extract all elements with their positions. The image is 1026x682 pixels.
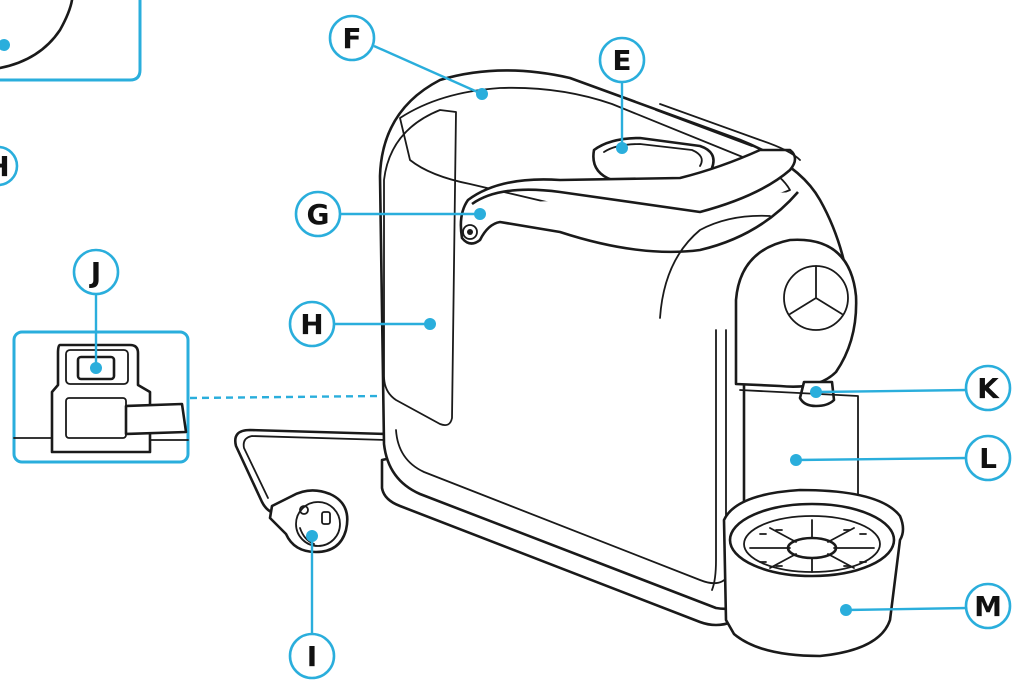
top-inset-frame [0, 0, 142, 82]
callout-h: H [288, 300, 336, 348]
callout-g-label: G [307, 198, 330, 231]
callout-l: L [964, 434, 1012, 482]
callout-i: I [288, 632, 336, 680]
connector-inset [12, 330, 190, 464]
callout-k-label: K [977, 372, 1000, 405]
callout-f: F [328, 14, 376, 62]
inset-link [189, 394, 381, 400]
leader-lines [94, 44, 969, 640]
brew-head [734, 238, 858, 388]
callout-j: J [72, 248, 120, 296]
handle [459, 148, 799, 254]
callout-j-label: J [89, 256, 101, 289]
callout-h-partial: H [0, 145, 19, 187]
water-tank-window [383, 109, 457, 427]
callout-e-label: E [612, 44, 631, 77]
callout-h-label: H [300, 308, 323, 341]
callout-k: K [964, 364, 1012, 412]
callout-m: M [964, 582, 1012, 630]
power-cord [234, 428, 388, 554]
callout-l-label: L [979, 442, 997, 475]
callout-f-label: F [342, 22, 361, 55]
callout-e: E [598, 36, 646, 84]
callout-i-label: I [307, 640, 317, 673]
coffee-machine [378, 69, 905, 658]
callout-h-partial-label: H [0, 150, 10, 183]
callout-g: G [294, 190, 342, 238]
callout-m-label: M [974, 590, 1002, 623]
